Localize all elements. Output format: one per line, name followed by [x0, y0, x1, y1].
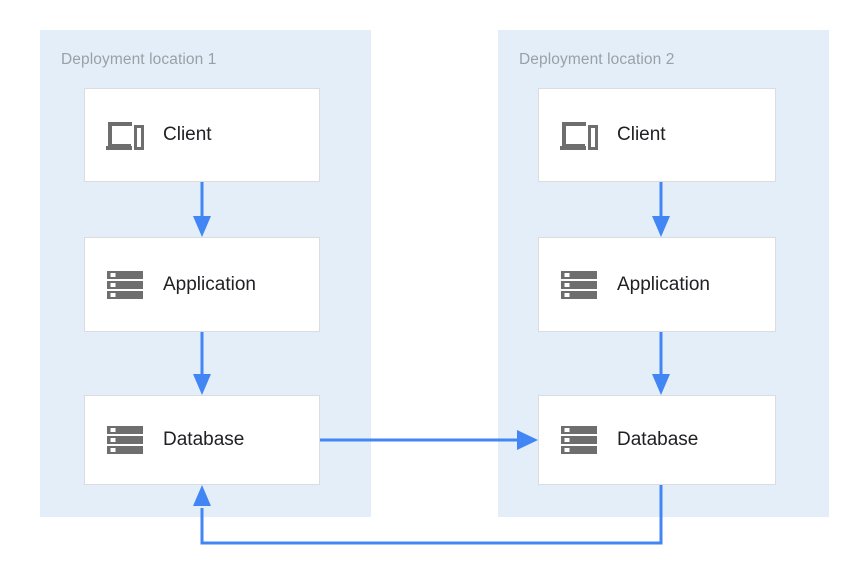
node-application-1-label: Application — [163, 273, 256, 295]
deployment-zone-2-title: Deployment location 2 — [519, 51, 675, 68]
node-client-1[interactable]: Client — [84, 88, 320, 182]
devices-icon — [557, 113, 601, 157]
node-database-2[interactable]: Database — [538, 395, 776, 485]
node-client-1-label: Client — [163, 124, 212, 145]
node-application-2-label: Application — [617, 273, 710, 295]
database-icon — [103, 418, 147, 462]
deployment-zone-1-title: Deployment location 1 — [61, 51, 217, 68]
node-application-2[interactable]: Application — [538, 237, 776, 332]
database-icon — [557, 418, 601, 462]
node-database-2-label: Database — [617, 429, 699, 450]
devices-icon — [103, 113, 147, 157]
node-client-2[interactable]: Client — [538, 88, 776, 182]
server-icon — [103, 263, 147, 307]
node-database-1-label: Database — [163, 429, 245, 450]
node-application-1[interactable]: Application — [84, 237, 320, 332]
node-client-2-label: Client — [617, 124, 666, 145]
node-database-1[interactable]: Database — [84, 395, 320, 485]
server-icon — [557, 263, 601, 307]
